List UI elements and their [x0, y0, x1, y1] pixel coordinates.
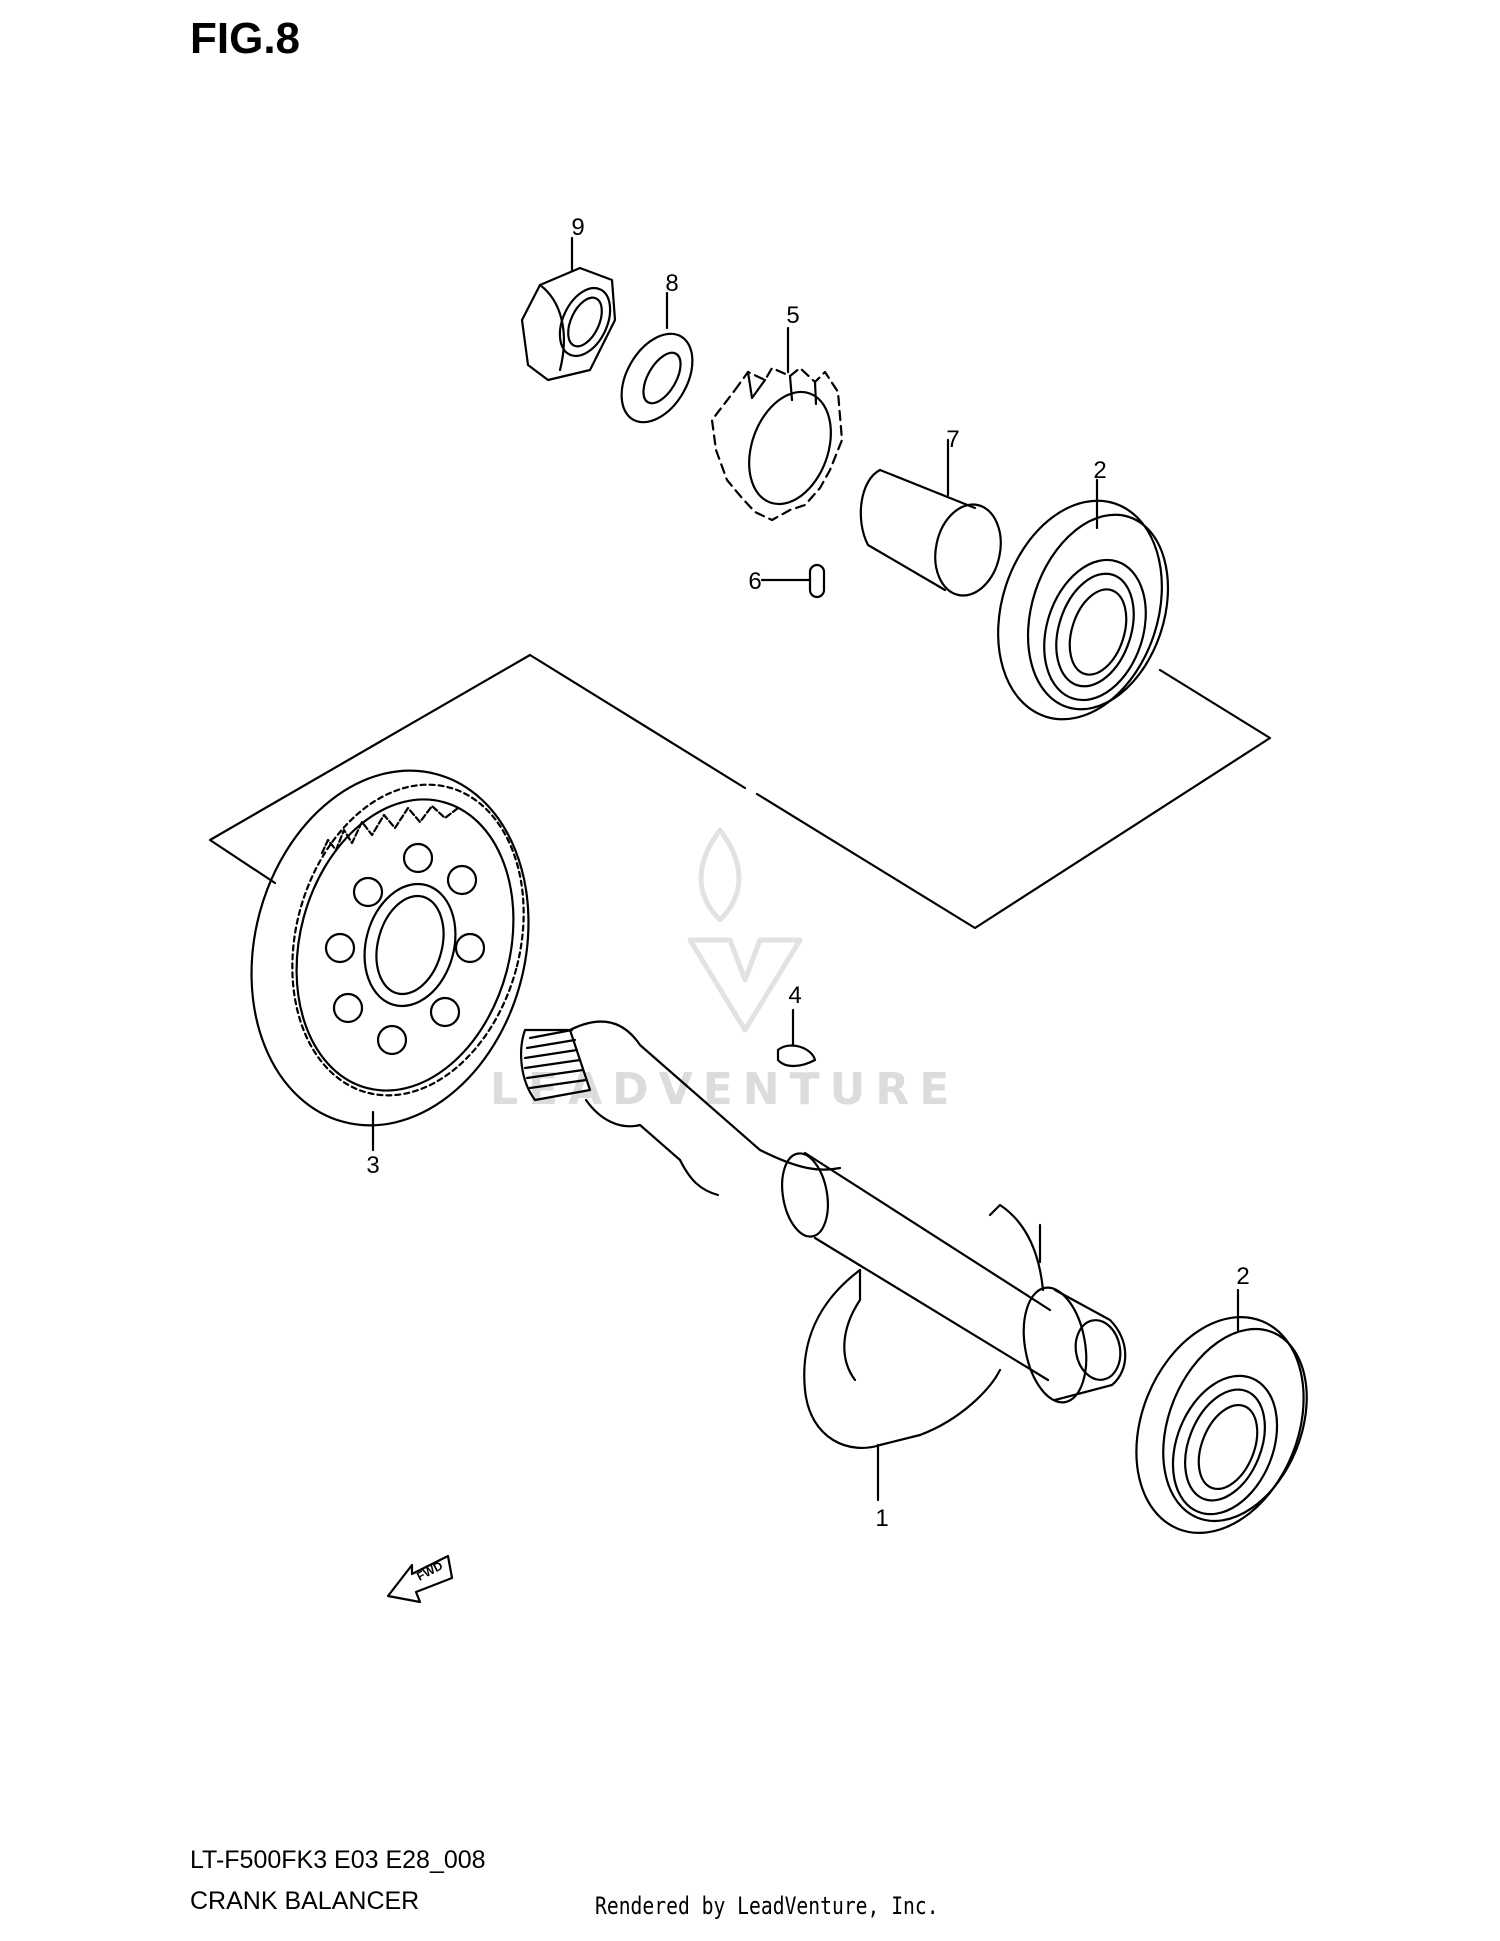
washer-part-8	[620, 291, 694, 424]
bearing-part-2-upper	[997, 478, 1170, 721]
callout-6: 6	[748, 568, 762, 595]
sleeve-part-7	[859, 438, 1002, 597]
pin-part-6	[760, 563, 826, 599]
callout-7: 7	[946, 426, 960, 453]
callout-1: 1	[875, 1505, 889, 1532]
figure-title: FIG.8	[190, 14, 301, 63]
forward-arrow-icon	[386, 1554, 454, 1604]
section-title: CRANK BALANCER	[190, 1887, 420, 1915]
callout-9: 9	[571, 214, 585, 241]
model-code: LT-F500FK3 E03 E28_008	[190, 1846, 486, 1874]
gear-part-3	[250, 769, 530, 1152]
watermark-icon	[687, 827, 803, 1033]
bearing-part-2-lower	[1135, 1288, 1308, 1534]
callout-4: 4	[788, 982, 802, 1009]
rendered-by-credit: Rendered by LeadVenture, Inc.	[595, 1892, 939, 1920]
callout-8: 8	[665, 270, 679, 297]
assembly-outline	[208, 653, 747, 885]
callout-2-upper: 2	[1093, 457, 1107, 484]
callout-5: 5	[786, 302, 800, 329]
balancer-shaft-part-1	[520, 1020, 1127, 1502]
sprocket-part-5	[710, 326, 844, 522]
nut-part-9	[520, 236, 617, 382]
key-part-4	[776, 1008, 817, 1068]
callout-2-lower: 2	[1236, 1263, 1250, 1290]
callout-3: 3	[366, 1152, 380, 1179]
